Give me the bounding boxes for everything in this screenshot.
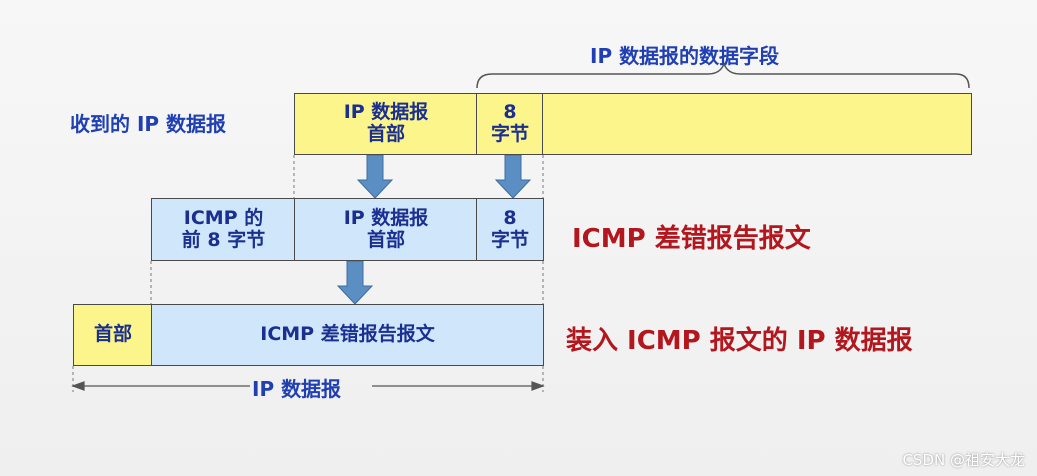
encap-header-box: 首部 [73, 304, 153, 366]
row2-ip-header-box: IP 数据报 首部 [294, 198, 478, 261]
ip-datagram-label: IP 数据报 [252, 377, 342, 401]
arrow-to-encap [336, 260, 374, 305]
received-datagram-label: 收到的 IP 数据报 [70, 112, 227, 136]
row1-eight-bytes-box: 8 字节 [476, 93, 544, 155]
row2-eight-bytes-box: 8 字节 [476, 198, 544, 261]
arrow-8bytes-down [494, 154, 532, 199]
arrow-header-down [356, 154, 394, 199]
row1-ip-header-box: IP 数据报 首部 [294, 93, 478, 155]
icmp-error-message-label: ICMP 差错报告报文 [572, 224, 811, 254]
row1-remaining-data-box [542, 93, 972, 155]
ip-datagram-dimension-line [71, 381, 545, 391]
watermark: CSDN @祖安大龙 [902, 451, 1025, 469]
icmp-first8-box: ICMP 的 前 8 字节 [151, 198, 296, 261]
data-field-brace [476, 61, 970, 89]
encapsulated-datagram-label: 装入 ICMP 报文的 IP 数据报 [566, 326, 913, 356]
dashed-guides [72, 155, 544, 392]
down-arrows [336, 154, 532, 305]
encap-icmp-message-box: ICMP 差错报告报文 [151, 304, 544, 366]
data-field-label: IP 数据报的数据字段 [590, 44, 780, 68]
